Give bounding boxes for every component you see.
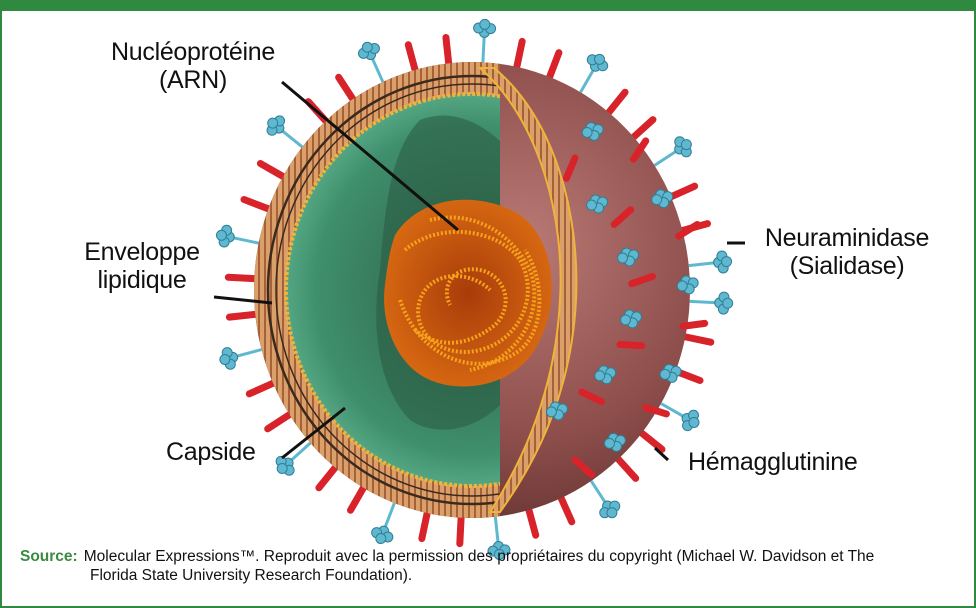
hemagglutinin-spike: [634, 120, 653, 137]
label-nucleoprotein: Nucléoprotéine (ARN): [98, 38, 288, 94]
hemagglutinin-spike: [460, 518, 461, 544]
hemagglutinin-spike: [561, 498, 572, 522]
source-text-line2: Florida State University Research Founda…: [20, 566, 970, 585]
source-note: Source: Molecular Expressions™. Reproduit…: [20, 547, 970, 585]
hemagglutinin-spike: [268, 415, 290, 429]
neuraminidase-spike: [474, 19, 496, 62]
label-hemagglutinin: Hémagglutinine: [688, 448, 858, 476]
label-neuraminidase: Neuraminidase (Sialidase): [752, 224, 942, 280]
hemagglutinin-spike: [339, 77, 353, 99]
neuraminidase-spike: [216, 225, 258, 247]
neuraminidase-spike: [581, 54, 608, 92]
source-label: Source:: [20, 548, 78, 565]
neuraminidase-spike: [690, 292, 733, 314]
hemagglutinin-spike: [260, 164, 283, 177]
label-nucleoprotein-line2: (ARN): [98, 66, 288, 94]
label-capsid: Capside: [166, 438, 256, 466]
hemagglutinin-spike: [319, 468, 335, 488]
hemagglutinin-spike: [609, 92, 625, 112]
hemagglutinin-spike: [671, 186, 695, 197]
hemagglutinin-spike: [422, 513, 427, 538]
hemagglutinin-spike: [683, 323, 705, 326]
hemagglutinin-spike: [618, 459, 635, 478]
label-envelope-line1: Enveloppe: [72, 238, 212, 266]
hemagglutinin-spike: [408, 45, 415, 70]
hemagglutinin-spike: [229, 314, 255, 317]
hemagglutinin-spike: [446, 37, 449, 63]
neuraminidase-spike: [591, 481, 620, 518]
hemagglutinin-spike: [685, 337, 710, 342]
neuraminidase-spike: [358, 42, 382, 82]
label-neuraminidase-line2: (Sialidase): [752, 252, 942, 280]
source-text-line1: Molecular Expressions™. Reproduit avec l…: [84, 548, 875, 565]
label-neuraminidase-line1: Neuraminidase: [752, 224, 942, 252]
neuraminidase-spike: [220, 348, 262, 370]
neuraminidase-spike: [655, 137, 692, 166]
label-envelope-line2: lipidique: [72, 266, 212, 294]
hemagglutinin-spike: [228, 277, 254, 278]
label-envelope: Enveloppe lipidique: [72, 238, 212, 294]
hemagglutinin-spike: [244, 200, 268, 209]
hemagglutinin-spike: [529, 510, 536, 535]
hemagglutinin-spike: [620, 345, 642, 346]
rna-nucleoprotein: [384, 200, 552, 387]
hemagglutinin-spike: [642, 433, 662, 449]
hemagglutinin-spike: [350, 488, 363, 511]
label-nucleoprotein-line1: Nucléoprotéine: [98, 38, 288, 66]
hemagglutinin-spike: [550, 53, 559, 77]
neuraminidase-spike: [372, 503, 395, 544]
neuraminidase-spike: [267, 116, 302, 147]
hemagglutinin-spike: [517, 41, 522, 66]
hemagglutinin-spike: [679, 225, 698, 237]
neuraminidase-spike: [689, 251, 732, 273]
hemagglutinin-spike: [249, 383, 273, 394]
